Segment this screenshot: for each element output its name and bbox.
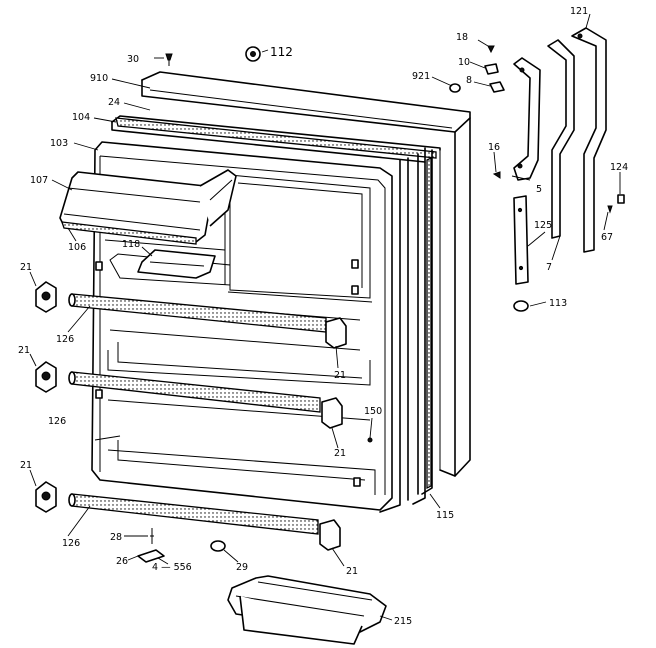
callout-150: 150 [364, 406, 382, 417]
callout-215: 215 [394, 616, 412, 627]
callout-24: 24 [108, 97, 120, 108]
callout-556: 4 — 556 [152, 562, 192, 573]
callout-18: 18 [456, 32, 468, 43]
door-gasket [111, 115, 441, 513]
callout-126-b: 126 [48, 416, 66, 427]
callout-10: 10 [458, 57, 470, 68]
callout-113: 113 [549, 298, 567, 309]
callout-21-c: 21 [334, 370, 346, 381]
callout-126-c: 126 [62, 538, 80, 549]
callout-112: 112 [270, 45, 293, 59]
small-parts [137, 45, 625, 563]
callout-21-f: 21 [346, 566, 358, 577]
callout-67: 67 [601, 232, 613, 243]
callout-30: 30 [127, 54, 139, 65]
callout-8: 8 [466, 75, 472, 86]
hinge-bracket-5 [513, 57, 541, 181]
callout-21-b: 21 [18, 345, 30, 356]
callout-103: 103 [50, 138, 68, 149]
callout-labels: 30 112 18 121 910 921 10 8 24 104 103 16… [18, 6, 628, 627]
callout-106: 106 [68, 242, 86, 253]
handle-bracket-125 [513, 195, 529, 285]
butter-compartment [137, 249, 216, 279]
bottom-door-bin [227, 575, 387, 645]
callout-5: 5 [536, 184, 542, 195]
dairy-door-bin [59, 169, 237, 245]
outer-door-panel [141, 71, 471, 477]
callout-921: 921 [412, 71, 430, 82]
door-shelf-bars [68, 293, 327, 535]
callout-910: 910 [90, 73, 108, 84]
callout-126-a: 126 [56, 334, 74, 345]
callout-7: 7 [546, 262, 552, 273]
hinge-arm-121 [571, 27, 607, 253]
callout-26: 26 [116, 556, 128, 567]
callout-21-a: 21 [20, 262, 32, 273]
callout-104: 104 [72, 112, 90, 123]
hinge-arm-7 [547, 39, 575, 239]
callout-107: 107 [30, 175, 48, 186]
callout-125: 125 [534, 220, 552, 231]
callout-121: 121 [570, 6, 588, 17]
callout-28: 28 [110, 532, 122, 543]
callout-124: 124 [610, 162, 628, 173]
callout-21-d: 21 [334, 448, 346, 459]
callout-21-e: 21 [20, 460, 32, 471]
callout-115: 115 [436, 510, 454, 521]
callout-29: 29 [236, 562, 248, 573]
callout-16: 16 [488, 142, 500, 153]
callout-118: 118 [122, 239, 140, 250]
shelf-end-caps-left [35, 281, 57, 513]
shelf-end-caps-right [319, 317, 347, 551]
leader-lines [29, 13, 621, 621]
